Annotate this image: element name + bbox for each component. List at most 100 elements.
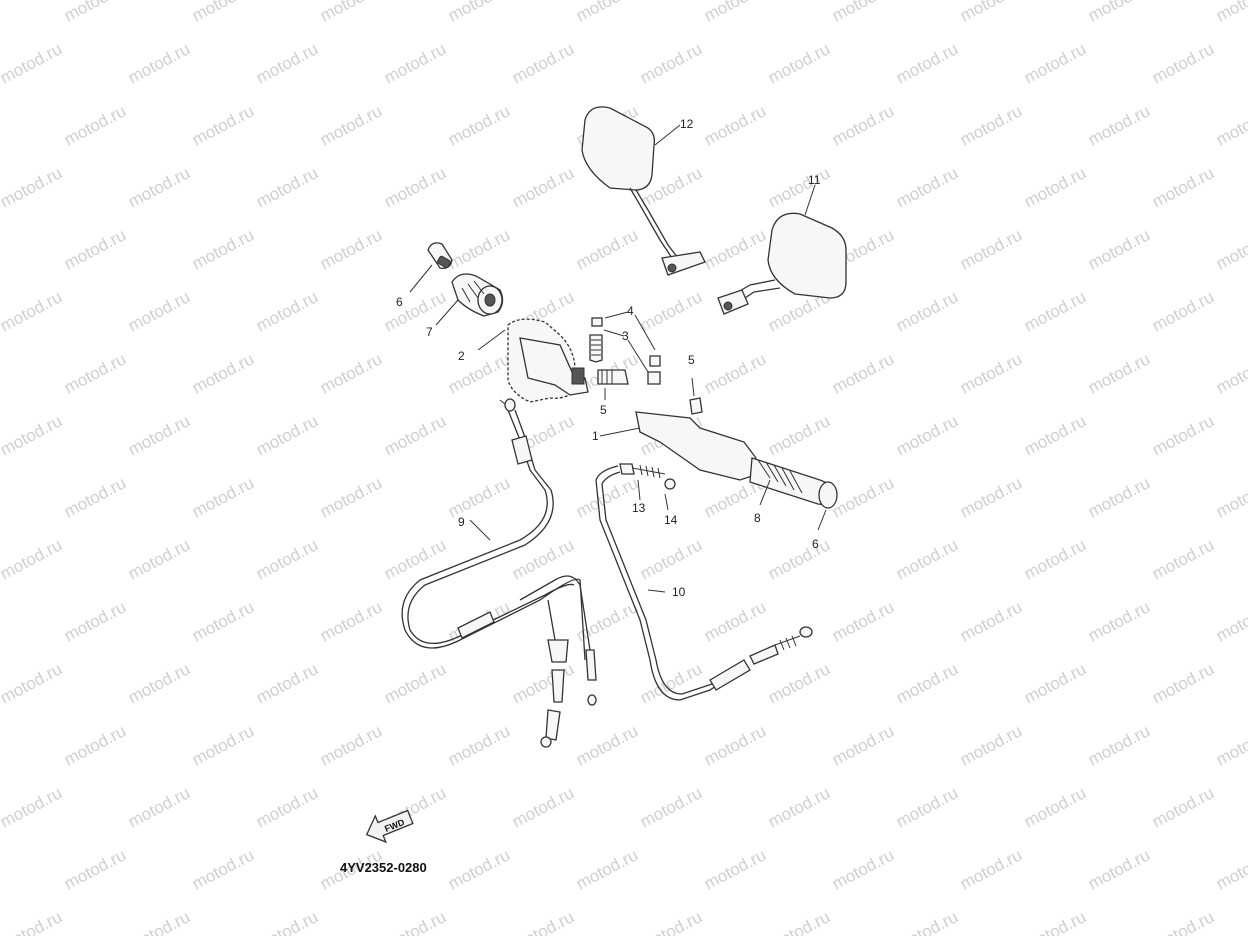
- watermark-text: motod.ru: [701, 225, 769, 273]
- watermark-text: motod.ru: [573, 473, 641, 521]
- watermark-text: motod.ru: [1213, 597, 1248, 645]
- watermark-text: motod.ru: [0, 411, 65, 459]
- watermark-text: motod.ru: [701, 597, 769, 645]
- watermark-text: motod.ru: [125, 163, 193, 211]
- watermark-text: motod.ru: [829, 0, 897, 26]
- watermark-text: motod.ru: [445, 845, 513, 893]
- watermark-text: motod.ru: [957, 473, 1025, 521]
- watermark-text: motod.ru: [701, 349, 769, 397]
- watermark-text: motod.ru: [317, 0, 385, 26]
- watermark-text: motod.ru: [253, 535, 321, 583]
- watermark-text: motod.ru: [1213, 101, 1248, 149]
- watermark-text: motod.ru: [0, 287, 65, 335]
- callout-4: 4: [627, 304, 634, 318]
- watermark-text: motod.ru: [445, 349, 513, 397]
- watermark-text: motod.ru: [1085, 845, 1153, 893]
- watermark-text: motod.ru: [125, 659, 193, 707]
- callout-11: 11: [808, 173, 821, 187]
- watermark-text: motod.ru: [765, 535, 833, 583]
- watermark-text: motod.ru: [637, 39, 705, 87]
- watermark-text: motod.ru: [573, 0, 641, 26]
- watermark-text: motod.ru: [1149, 287, 1217, 335]
- watermark-text: motod.ru: [317, 225, 385, 273]
- watermark-text: motod.ru: [829, 597, 897, 645]
- watermark-text: motod.ru: [637, 287, 705, 335]
- watermark-text: motod.ru: [957, 597, 1025, 645]
- watermark-text: motod.ru: [1213, 845, 1248, 893]
- watermark-text: motod.ru: [1021, 287, 1089, 335]
- watermark-text: motod.ru: [1213, 473, 1248, 521]
- watermark-text: motod.ru: [61, 349, 129, 397]
- watermark-text: motod.ru: [1213, 0, 1248, 26]
- watermark-text: motod.ru: [1021, 163, 1089, 211]
- watermark-text: motod.ru: [893, 163, 961, 211]
- watermark-text: motod.ru: [1085, 349, 1153, 397]
- watermark-text: motod.ru: [1085, 225, 1153, 273]
- watermark-text: motod.ru: [189, 0, 257, 26]
- callout-1: 1: [592, 429, 599, 443]
- watermark-text: motod.ru: [317, 349, 385, 397]
- watermark-text: motod.ru: [381, 163, 449, 211]
- watermark-text: motod.ru: [317, 721, 385, 769]
- watermark-text: motod.ru: [957, 845, 1025, 893]
- watermark-text: motod.ru: [1021, 411, 1089, 459]
- watermark-text: motod.ru: [189, 225, 257, 273]
- watermark-text: motod.ru: [381, 287, 449, 335]
- watermark-text: motod.ru: [893, 907, 961, 936]
- watermark-text: motod.ru: [893, 287, 961, 335]
- watermark-text: motod.ru: [61, 0, 129, 26]
- callout-3: 3: [622, 329, 629, 343]
- watermark-text: motod.ru: [0, 721, 1, 769]
- watermark-text: motod.ru: [381, 39, 449, 87]
- watermark-text: motod.ru: [1021, 39, 1089, 87]
- watermark-text: motod.ru: [1149, 163, 1217, 211]
- watermark-text: motod.ru: [189, 473, 257, 521]
- watermark-text: motod.ru: [61, 845, 129, 893]
- watermark-text: motod.ru: [0, 597, 1, 645]
- callout-13: 13: [632, 501, 646, 515]
- watermark-text: motod.ru: [957, 721, 1025, 769]
- watermark-text: motod.ru: [0, 845, 1, 893]
- watermark-text: motod.ru: [0, 225, 1, 273]
- watermark-text: motod.ru: [637, 907, 705, 936]
- watermark-text: motod.ru: [0, 659, 65, 707]
- watermark-text: motod.ru: [893, 535, 961, 583]
- watermark-text: motod.ru: [125, 907, 193, 936]
- watermark-text: motod.ru: [701, 721, 769, 769]
- bar-end-cap: [409, 242, 453, 293]
- watermark-text: motod.ru: [0, 39, 65, 87]
- diagram-code: 4YV2352-0280: [340, 860, 427, 875]
- watermark-text: motod.ru: [125, 535, 193, 583]
- watermark-text: motod.ru: [509, 659, 577, 707]
- watermark-text: motod.ru: [1149, 659, 1217, 707]
- watermark-text: motod.ru: [253, 39, 321, 87]
- watermark-text: motod.ru: [1085, 721, 1153, 769]
- watermark-text: motod.ru: [893, 411, 961, 459]
- callout-6-top: 6: [396, 295, 403, 309]
- watermark-text: motod.ru: [1085, 0, 1153, 26]
- watermark-text: motod.ru: [637, 659, 705, 707]
- watermark-text: motod.ru: [829, 845, 897, 893]
- watermark-text: motod.ru: [701, 0, 769, 26]
- watermark-text: motod.ru: [189, 349, 257, 397]
- watermark-text: motod.ru: [765, 907, 833, 936]
- watermark-text: motod.ru: [573, 225, 641, 273]
- watermark-text: motod.ru: [61, 101, 129, 149]
- watermark-text: motod.ru: [0, 907, 65, 936]
- watermark-text: motod.ru: [509, 39, 577, 87]
- watermark-text: motod.ru: [765, 411, 833, 459]
- watermark-text: motod.ru: [253, 163, 321, 211]
- watermark-text: motod.ru: [61, 721, 129, 769]
- watermark-text: motod.ru: [829, 721, 897, 769]
- callout-12: 12: [680, 117, 694, 131]
- watermark-text: motod.ru: [189, 101, 257, 149]
- watermark-text: motod.ru: [317, 597, 385, 645]
- watermark-text: motod.ru: [381, 411, 449, 459]
- callout-10: 10: [672, 585, 686, 599]
- watermark-text: motod.ru: [381, 659, 449, 707]
- watermark-text: motod.ru: [445, 473, 513, 521]
- watermark-text: motod.ru: [0, 0, 1, 26]
- watermark-text: motod.ru: [1021, 783, 1089, 831]
- adjuster-parts: [619, 463, 676, 511]
